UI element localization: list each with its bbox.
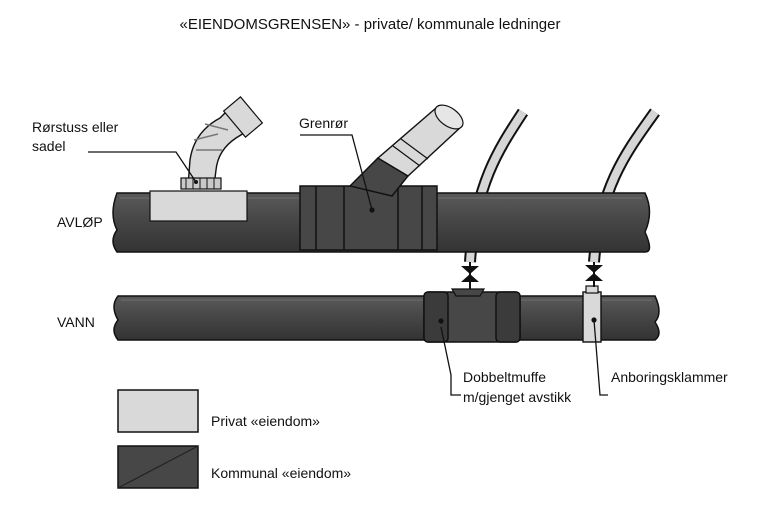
branch-pointer-dot — [369, 207, 375, 213]
branch-label: Grenrør — [299, 115, 348, 131]
legend-municipal-label: Kommunal «eiendom» — [211, 465, 352, 481]
legend-private-label: Privat «eiendom» — [211, 413, 320, 429]
saddle-label-line1: Rørstuss eller — [32, 119, 119, 135]
valve-left-icon — [461, 262, 479, 289]
saddle-fitting — [149, 96, 264, 222]
branch-fitting — [299, 104, 464, 251]
double-sleeve-label-line1: Dobbeltmuffe — [463, 369, 547, 385]
water-pipe — [113, 295, 660, 341]
double-sleeve-label-line2: m/gjenget avstikk — [463, 389, 572, 405]
valve-right-icon — [585, 262, 603, 287]
saddle-label-line2: sadel — [32, 138, 66, 154]
double-sleeve-fitting — [423, 288, 521, 343]
leader-lines — [88, 134, 608, 396]
tapping-clamp — [582, 285, 602, 343]
diagram-title: «EIENDOMSGRENSEN» - private/ kommunale l… — [179, 16, 561, 33]
sewer-label: AVLØP — [57, 214, 103, 230]
legend-municipal-swatch — [117, 445, 199, 489]
sleeve-pointer-dot — [438, 318, 444, 324]
legend-private-swatch — [117, 389, 199, 433]
saddle-pointer-dot — [194, 180, 198, 184]
water-label: VANN — [57, 314, 95, 330]
tapping-clamp-label: Anboringsklammer — [611, 369, 728, 385]
clamp-pointer-dot — [591, 317, 597, 323]
